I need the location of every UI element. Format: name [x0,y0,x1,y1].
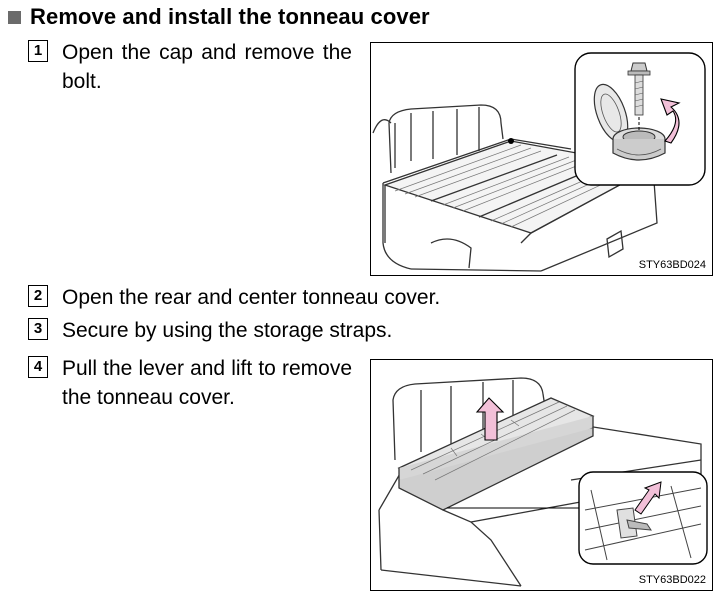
step-number: 4 [28,356,48,378]
step-number: 2 [28,285,48,307]
figure-code: STY63BD024 [638,259,706,271]
section-heading: Remove and install the tonneau cover [8,4,430,30]
truck-bed-illustration [372,52,706,272]
step-number: 3 [28,318,48,340]
tonneau-lift-illustration [378,377,708,587]
figure-remove-cover: STY63BD022 [370,359,713,591]
step-2: 2 Open the rear and center tonneau cover… [28,283,440,312]
step-text: Pull the lever and lift to remove the to… [62,357,352,409]
lever-arrow-icon [634,481,662,515]
section-bullet-icon [8,10,21,24]
step-text: Open the rear and center tonneau cover. [62,286,441,309]
inset-detail [574,52,706,186]
step-text: Open the cap and remove the bolt. [62,41,352,93]
step-4: 4 Pull the lever and lift to remove the … [28,354,353,412]
figure-code: STY63BD022 [638,574,706,586]
step-number: 1 [28,40,48,62]
up-arrow-icon [475,397,505,441]
bolt-location-marker [508,138,514,144]
step-text: Secure by using the storage straps. [62,319,393,342]
step-1: 1 Open the cap and remove the bolt. [28,38,353,96]
inset-detail [578,471,708,565]
section-title: Remove and install the tonneau cover [30,4,430,29]
step-3: 3 Secure by using the storage straps. [28,316,392,345]
figure-remove-bolt: STY63BD024 [370,42,713,276]
curved-arrow-icon [660,98,681,144]
